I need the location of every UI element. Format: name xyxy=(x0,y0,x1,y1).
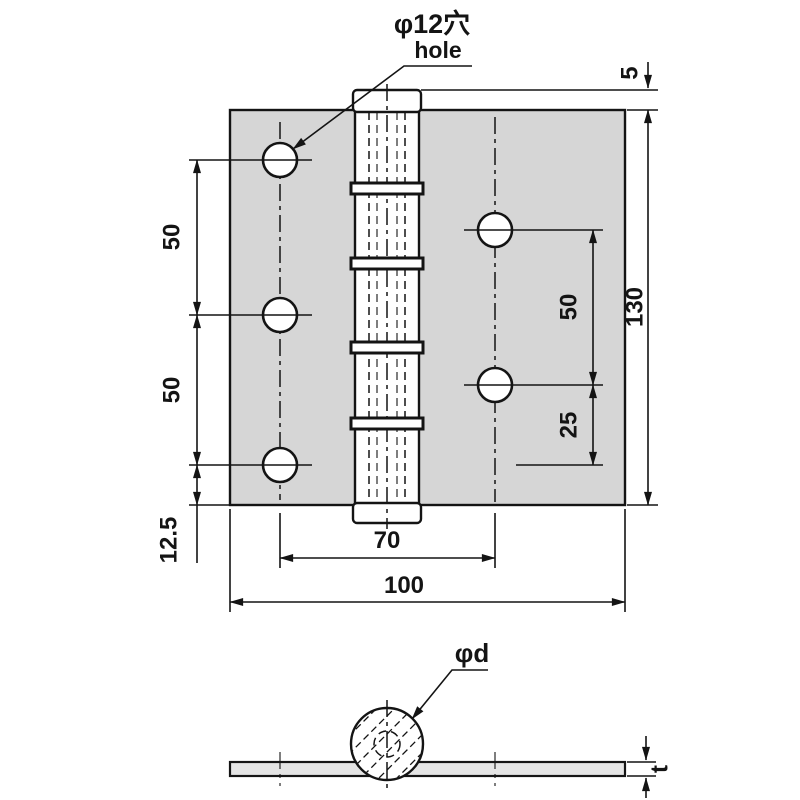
dim-label-width: 100 xyxy=(384,572,424,599)
section-hatching xyxy=(352,709,422,779)
dim-label-left-edge: 12.5 xyxy=(155,517,182,564)
hole-callout-english-label: hole xyxy=(414,37,461,63)
knuckle-divider xyxy=(349,256,425,271)
knuckle-divider xyxy=(349,416,425,431)
dim-label-hole-span: 70 xyxy=(374,527,401,554)
section-view: φd t xyxy=(228,638,673,798)
dim-label-right-pitch: 50 xyxy=(555,294,582,321)
dimension-lines xyxy=(193,62,652,606)
leader-hole-callout xyxy=(292,65,472,150)
dimension-labels: 50 50 12.5 50 25 130 5 70 100 φ12穴 hole xyxy=(155,9,648,599)
pin-hidden-lines xyxy=(368,112,406,503)
dim-label-left-pitch-top: 50 xyxy=(158,224,185,251)
dim-label-right-edge: 25 xyxy=(555,412,582,439)
leader-pin-diameter xyxy=(411,669,488,720)
dim-label-height: 130 xyxy=(621,287,648,327)
pin-diameter-label: φd xyxy=(455,638,489,668)
hole-callout-diameter-label: φ12穴 xyxy=(394,9,470,39)
knuckle-dividers xyxy=(349,181,425,431)
dim-label-left-pitch-bottom: 50 xyxy=(158,377,185,404)
knuckle-divider xyxy=(349,340,425,355)
dim-label-top-offset: 5 xyxy=(616,66,643,79)
knuckle-divider xyxy=(349,181,425,196)
thickness-label: t xyxy=(646,765,673,773)
leaf-section-bar xyxy=(228,760,627,778)
plan-view xyxy=(228,84,627,529)
extension-lines xyxy=(189,89,658,612)
